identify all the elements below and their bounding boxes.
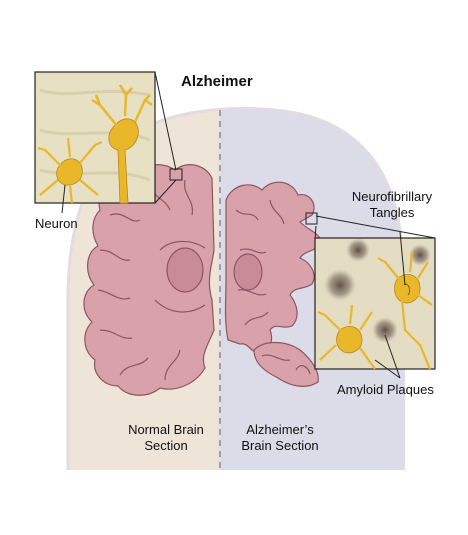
neurofibrillary-line2: Tangles — [369, 205, 415, 220]
amyloid-plaque — [324, 269, 356, 301]
normal-line1: Normal Brain — [128, 422, 204, 437]
plaques-pointer — [374, 359, 401, 379]
neuron-inset — [34, 71, 156, 204]
alz-line2: Brain Section — [241, 438, 319, 453]
alzheimer-section-label: Alzheimer’s Brain Section — [226, 422, 334, 454]
normal-zoom-marker — [169, 168, 183, 181]
amyloid-plaque — [372, 317, 398, 343]
label-pointers — [61, 184, 406, 379]
amyloid-plaque — [409, 244, 431, 266]
tangles-pointer — [399, 231, 406, 286]
diagram-title: Alzheimer — [181, 73, 253, 90]
healthy-neuron — [37, 84, 153, 204]
alzheimer-inset — [314, 237, 436, 370]
amyloid-plaque — [346, 238, 370, 262]
neurofibrillary-tangles-label: Neurofibrillary Tangles — [342, 189, 442, 221]
alz-line1: Alzheimer’s — [246, 422, 314, 437]
left-zoom-lines — [154, 71, 183, 204]
neurofibrillary-line1: Neurofibrillary — [351, 189, 433, 204]
tangled-neuron — [317, 251, 433, 370]
amyloid-plaques-label: Amyloid Plaques — [337, 382, 434, 397]
plaques-pointer — [384, 334, 401, 379]
neuron-pointer — [61, 184, 66, 214]
normal-line2: Section — [144, 438, 188, 453]
alzheimer-zoom-marker — [305, 212, 318, 225]
normal-brain-section — [83, 164, 215, 396]
alzheimer-brain-section — [224, 181, 323, 387]
normal-section-label: Normal Brain Section — [112, 422, 220, 454]
neuron-label: Neuron — [35, 216, 78, 231]
